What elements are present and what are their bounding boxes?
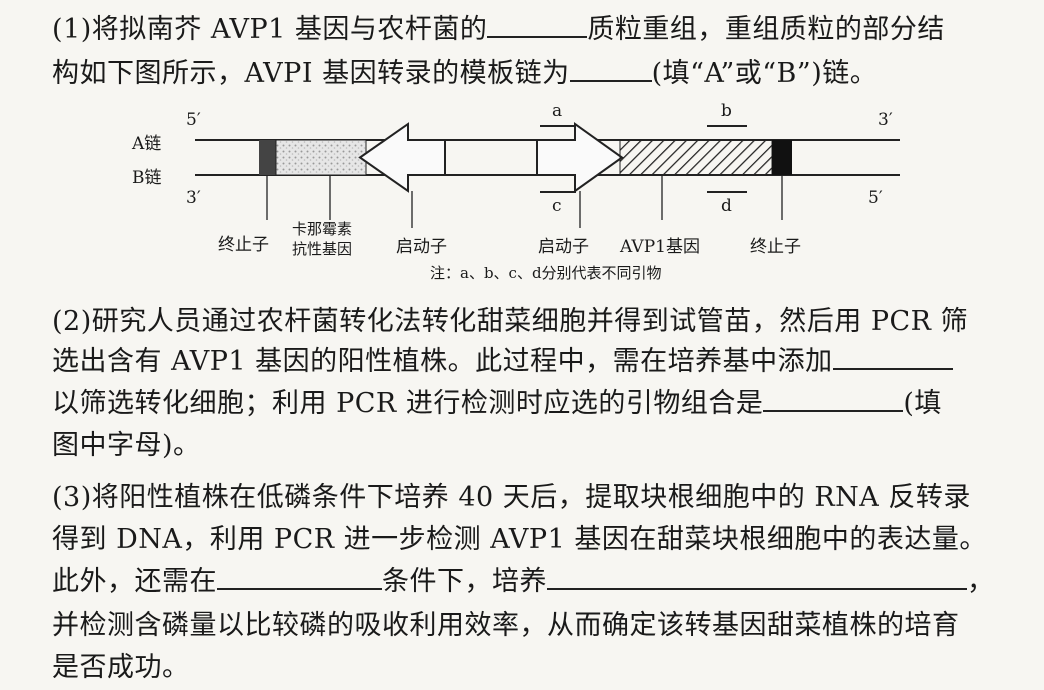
q2-line2-text: 选出含有 AVP1 基因的阳性植株。此过程中，需在培养基中添加 xyxy=(52,346,833,377)
promoter-right-arrow xyxy=(536,122,624,193)
q2-blank-primer-pair[interactable] xyxy=(763,384,904,412)
q3-line3-text-b: 条件下，培养 xyxy=(382,566,547,597)
kanamycin-label-line1: 卡那霉素 xyxy=(292,220,353,238)
end-5-top: 5′ xyxy=(186,110,201,130)
promoter-right-label: 启动子 xyxy=(538,237,589,257)
diagram-note: 注：a、b、c、d分别代表不同引物 xyxy=(430,264,662,282)
q1-line2: 构如下图所示，AVPI 基因转录的模板链为 (填“A”或“B”)链。 xyxy=(52,54,877,94)
plasmid-diagram xyxy=(195,122,900,228)
avp1-gene-label: AVP1基因 xyxy=(620,237,700,257)
q1-blank-plasmid[interactable] xyxy=(487,10,588,38)
q3-line3-text-a: 此外，还需在 xyxy=(52,566,217,597)
q3-line5: 是否成功。 xyxy=(52,652,190,683)
q3-line4: 并检测含磷量以比较磷的吸收利用效率，从而确定该转基因甜菜植株的培育 xyxy=(52,610,960,641)
q2-line4: 图中字母)。 xyxy=(52,430,201,461)
primer-c-label: c xyxy=(552,196,562,216)
kanamycin-gene-box xyxy=(275,139,367,176)
spacer-segment xyxy=(444,139,538,176)
q3-line2: 得到 DNA，利用 PCR 进一步检测 AVP1 基因在甜菜块根细胞中的表达量。 xyxy=(52,524,987,555)
terminator-right-label: 终止子 xyxy=(750,237,801,257)
q1-blank-template-strand[interactable] xyxy=(569,54,652,82)
terminator-left-box xyxy=(259,140,276,175)
q2-line2: 选出含有 AVP1 基因的阳性植株。此过程中，需在培养基中添加 xyxy=(52,342,953,382)
q2-blank-selective-agent[interactable] xyxy=(832,342,953,370)
promoter-left-arrow xyxy=(358,122,446,193)
q1-line1: (1)将拟南芥 AVP1 基因与农杆菌的 质粒重组，重组质粒的部分结 xyxy=(52,10,945,50)
q1-line1-text-a: (1)将拟南芥 AVP1 基因与农杆菌的 xyxy=(52,14,488,45)
q1-line1-text-b: 质粒重组，重组质粒的部分结 xyxy=(587,14,945,45)
terminator-left-label: 终止子 xyxy=(218,235,269,255)
q2-line3-text-b: (填 xyxy=(903,388,942,419)
q3-blank-culture-object[interactable] xyxy=(547,562,967,590)
end-5-bottom: 5′ xyxy=(868,188,883,208)
strand-a-label: A链 xyxy=(132,134,162,154)
q2-line1: (2)研究人员通过农杆菌转化法转化甜菜细胞并得到试管苗，然后用 PCR 筛 xyxy=(52,306,969,337)
q1-line2-text-a: 构如下图所示，AVPI 基因转录的模板链为 xyxy=(52,58,570,89)
end-3-top: 3′ xyxy=(878,110,893,130)
q3-line1: (3)将阳性植株在低磷条件下培养 40 天后，提取块根细胞中的 RNA 反转录 xyxy=(52,482,971,513)
q3-line3: 此外，还需在 条件下，培养 ， xyxy=(52,562,995,602)
kanamycin-label-line2: 抗性基因 xyxy=(292,240,353,258)
q2-line3-text-a: 以筛选转化细胞；利用 PCR 进行检测时应选的引物组合是 xyxy=(52,388,764,419)
end-3-bottom: 3′ xyxy=(186,188,201,208)
terminator-right-box xyxy=(772,140,792,175)
primer-a-label: a xyxy=(552,101,563,121)
strand-b-label: B链 xyxy=(132,168,162,188)
q1-line2-text-b: (填“A”或“B”)链。 xyxy=(651,58,878,89)
q3-line3-text-c: ， xyxy=(967,566,995,597)
q3-blank-condition[interactable] xyxy=(217,562,382,590)
primer-d-label: d xyxy=(721,196,732,216)
q2-line3: 以筛选转化细胞；利用 PCR 进行检测时应选的引物组合是 (填 xyxy=(52,384,942,424)
avp1-gene-box xyxy=(619,139,773,176)
primer-b-label: b xyxy=(721,101,732,121)
promoter-left-label: 启动子 xyxy=(396,237,447,257)
